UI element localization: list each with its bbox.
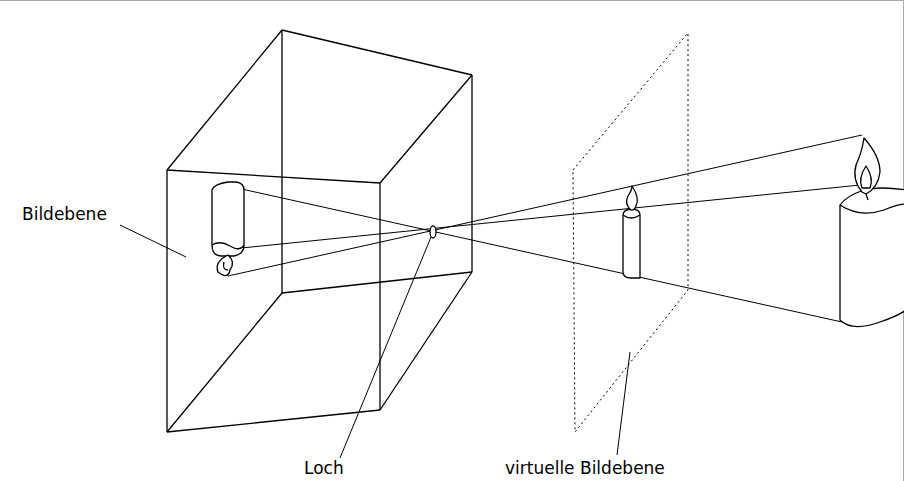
camera-box	[167, 30, 472, 432]
virtual-candle	[623, 186, 640, 278]
light-rays	[222, 135, 862, 322]
virtual-image-plane	[573, 33, 688, 432]
leader-lines	[120, 225, 630, 458]
frame-line	[0, 0, 904, 1]
part-label: Bildebene	[22, 204, 107, 224]
object-candle	[840, 138, 904, 327]
pinhole	[430, 226, 436, 238]
part-label: Loch	[304, 458, 344, 478]
leader-line	[340, 237, 431, 458]
inverted-candle	[212, 182, 244, 276]
leader-line	[120, 225, 186, 257]
part-label: virtuelle Bildebene	[505, 458, 665, 478]
leader-line	[617, 352, 630, 455]
